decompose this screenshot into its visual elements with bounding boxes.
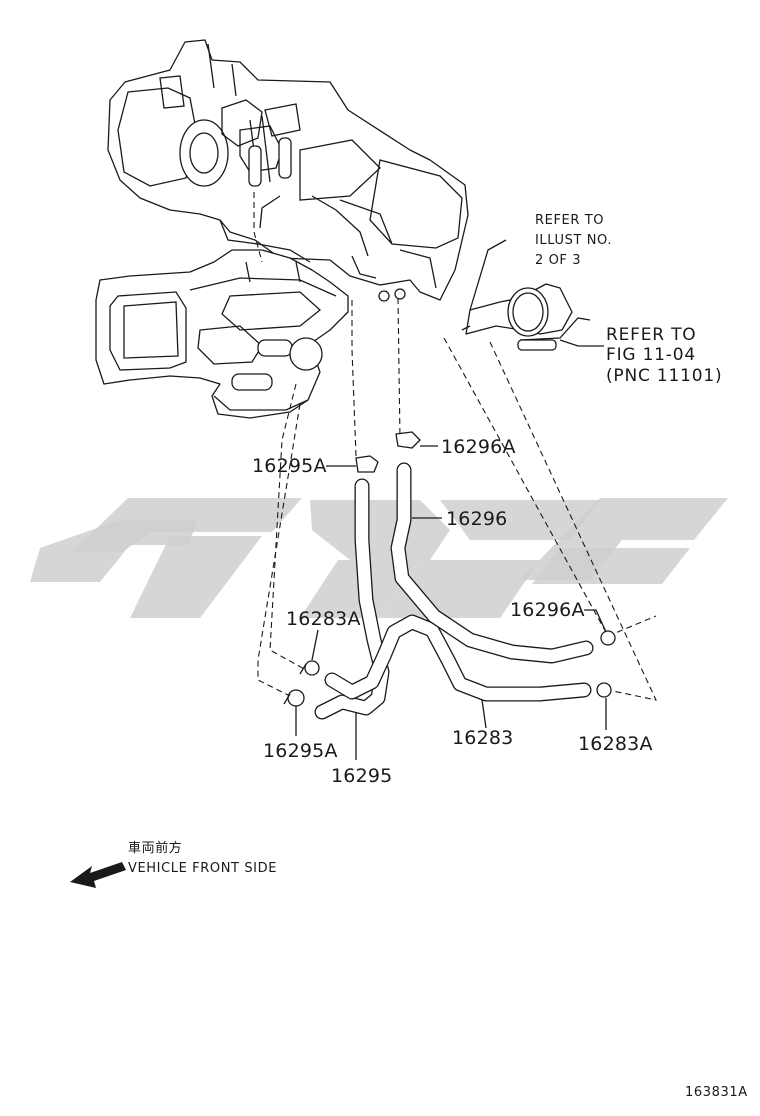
- intake-manifold: [95, 249, 349, 419]
- air-pipe: [461, 283, 591, 351]
- label-16295A-top: 16295A: [252, 455, 327, 477]
- label-16283: 16283: [452, 727, 513, 749]
- hose-16296: [390, 462, 594, 664]
- clamp-16283A-left: [299, 660, 320, 676]
- clamp-16296A-right: [600, 630, 616, 646]
- front-direction-arrow-icon: [70, 862, 126, 888]
- refer-fig-line-2: FIG 11-04: [606, 345, 696, 365]
- label-16296A-right: 16296A: [510, 599, 585, 621]
- clamp-16295A-bottom: [283, 689, 305, 707]
- refer-illust-line-2: ILLUST NO.: [535, 233, 612, 248]
- front-side-label-en: VEHICLE FRONT SIDE: [128, 861, 277, 876]
- label-16283A-left: 16283A: [286, 608, 361, 630]
- clamp-16295A-top: [355, 455, 379, 473]
- refer-fig-line-1: REFER TO: [606, 325, 696, 345]
- refer-fig-note: REFER TO FIG 11-04 (PNC 11101): [606, 325, 722, 386]
- watermark-logo: [30, 498, 728, 618]
- front-side-label-jp: 車両前方: [128, 840, 182, 856]
- label-16283A-right: 16283A: [578, 733, 653, 755]
- label-16295: 16295: [331, 765, 392, 787]
- refer-fig-line-3: (PNC 11101): [606, 366, 722, 386]
- refer-illust-note: REFER TO ILLUST NO. 2 OF 3: [535, 213, 612, 268]
- clamp-16283A-right: [596, 682, 612, 698]
- hose-16283: [324, 614, 592, 702]
- illustration-id: 163831A: [685, 1085, 748, 1100]
- refer-illust-line-1: REFER TO: [535, 213, 604, 228]
- label-16295A-bottom: 16295A: [263, 740, 338, 762]
- refer-illust-line-3: 2 OF 3: [535, 253, 581, 268]
- label-16296A-top: 16296A: [441, 436, 516, 458]
- label-16296: 16296: [446, 508, 507, 530]
- clamp-16296A-top: [395, 431, 421, 449]
- leader-lines: [295, 239, 607, 760]
- engine-assembly: [107, 39, 469, 302]
